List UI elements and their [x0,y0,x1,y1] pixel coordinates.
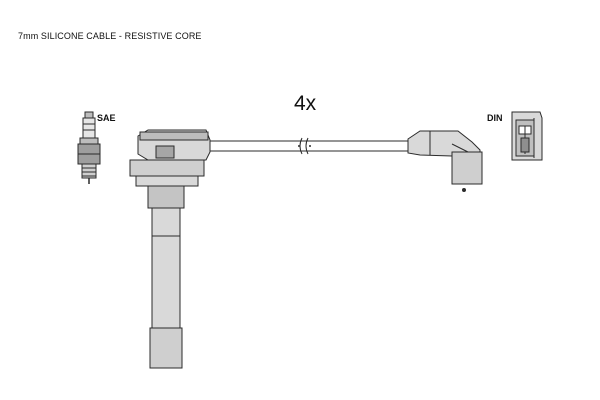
straight-plug-boot [129,129,211,369]
din-label: DIN [487,113,503,123]
ignition-cable [210,137,408,155]
sae-label: SAE [97,113,116,123]
din-spark-plug-icon [511,111,543,161]
quantity-label: 4x [294,92,317,115]
cable-spec-caption: 7mm SILICONE CABLE - RESISTIVE CORE [18,31,202,41]
sae-spark-plug-icon [77,111,101,184]
angled-plug-boot [407,130,483,192]
